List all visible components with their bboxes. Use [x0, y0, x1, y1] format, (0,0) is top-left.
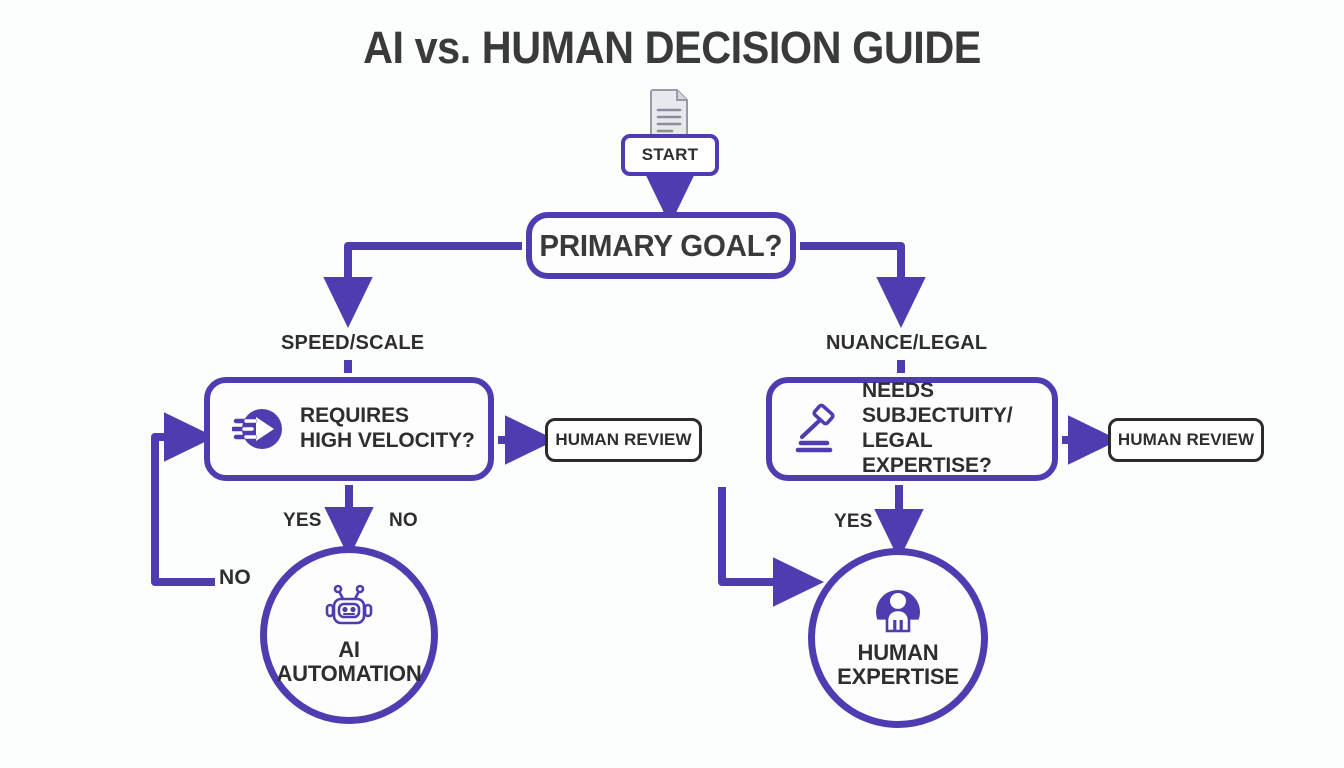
- gavel-icon: [795, 403, 835, 453]
- node-needs-subjectivity[interactable]: NEEDS SUBJECTUITY/ LEGAL EXPERTISE?: [766, 377, 1058, 481]
- edge-label-right-yes: YES: [834, 511, 873, 532]
- node-human-expertise[interactable]: HUMAN EXPERTISE: [808, 548, 988, 728]
- human-review-right-label: HUMAN REVIEW: [1117, 430, 1255, 449]
- dec-left-line2: HIGH VELOCITY?: [300, 429, 475, 452]
- requires-high-velocity-label: REQUIRES HIGH VELOCITY?: [300, 404, 475, 454]
- edge-label-left-no: NO: [389, 510, 418, 531]
- dec-right-line2: LEGAL EXPERTISE?: [862, 429, 992, 477]
- ai-automation-line1: AI: [338, 636, 360, 662]
- edge-label-nuance-legal: NUANCE/LEGAL: [826, 332, 988, 354]
- node-requires-high-velocity[interactable]: REQUIRES HIGH VELOCITY?: [204, 377, 494, 481]
- start-box[interactable]: START: [621, 134, 719, 176]
- wire-goal-to-left: [323, 242, 522, 328]
- node-human-review-right[interactable]: HUMAN REVIEW: [1108, 418, 1264, 462]
- person-icon: [876, 589, 920, 633]
- page-title: AI vs. HUMAN DECISION GUIDE: [363, 22, 981, 73]
- ai-automation-line2: AUTOMATION: [276, 661, 422, 686]
- edge-label-left-yes: YES: [283, 510, 322, 531]
- node-ai-automation[interactable]: AI AUTOMATION: [260, 546, 438, 724]
- human-expertise-line2: EXPERTISE: [837, 664, 959, 689]
- human-review-left-label: HUMAN REVIEW: [555, 430, 692, 449]
- dec-right-line1: NEEDS SUBJECTUITY/: [862, 379, 1013, 428]
- wire-right-loop-in: [718, 487, 824, 607]
- edge-label-speed-scale: SPEED/SCALE: [281, 332, 425, 354]
- ai-automation-label: AI AUTOMATION: [276, 636, 422, 686]
- start-label: START: [641, 145, 699, 164]
- robot-icon: [325, 584, 373, 625]
- needs-subjectivity-label: NEEDS SUBJECTUITY/ LEGAL EXPERTISE?: [862, 379, 1052, 478]
- node-start[interactable]: START: [621, 88, 719, 176]
- wire-goal-to-right: [800, 242, 926, 328]
- speed-icon: [232, 409, 282, 449]
- node-primary-goal[interactable]: PRIMARY GOAL?: [526, 212, 796, 279]
- human-expertise-line1: HUMAN: [857, 639, 939, 665]
- dec-left-line1: REQUIRES: [300, 404, 409, 428]
- document-icon: [650, 89, 688, 139]
- primary-goal-label: PRIMARY GOAL?: [539, 227, 783, 263]
- node-human-review-left[interactable]: HUMAN REVIEW: [545, 418, 702, 462]
- human-expertise-label: HUMAN EXPERTISE: [837, 639, 959, 689]
- edge-label-left-loop-no: NO: [219, 566, 251, 589]
